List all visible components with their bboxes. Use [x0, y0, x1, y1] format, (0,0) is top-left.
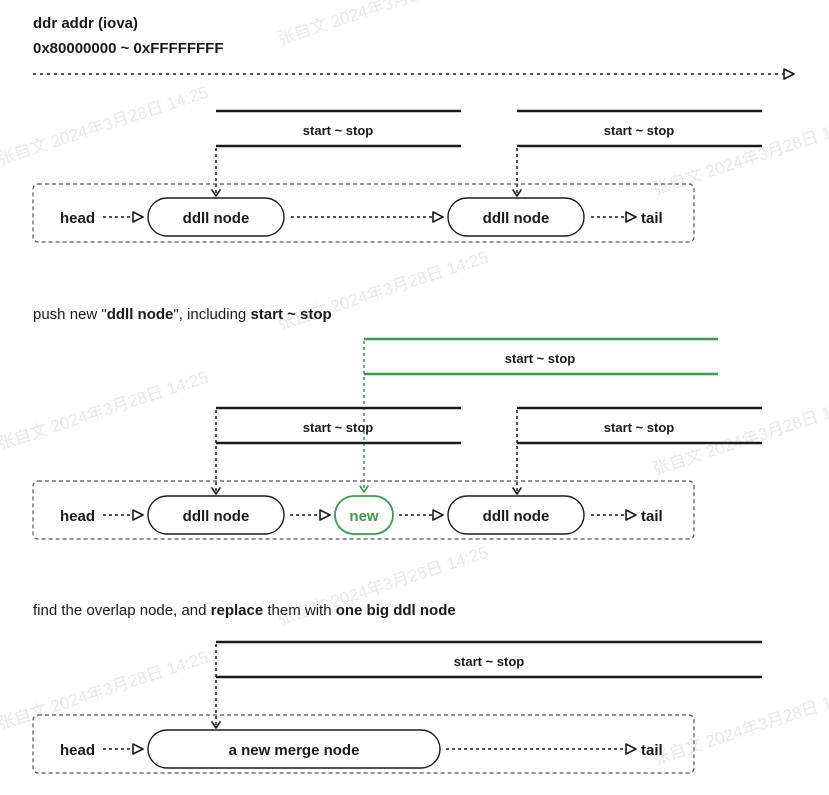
caption-part: ddll node [107, 306, 174, 323]
range-block: start ~ stop [211, 406, 461, 495]
section-caption: find the overlap node, and replace them … [33, 602, 456, 619]
watermark-text: 张自文 2024年3月28日 14:25 [650, 113, 829, 199]
caption-part: push new " [33, 306, 107, 323]
diagram-title: ddr addr (iova) [33, 15, 138, 32]
new-ddll-node [334, 495, 394, 535]
watermark-text: 张自文 2024年3月28日 14:25 [0, 648, 211, 734]
ddll-node [447, 197, 585, 237]
list-head: head [60, 742, 95, 759]
address-range-label: 0x80000000 ~ 0xFFFFFFFF [33, 40, 224, 57]
linked-list-frame [32, 480, 695, 540]
ddll-node-label: ddll node [183, 210, 250, 227]
new-node-label: new [349, 508, 379, 525]
linked-list-frame [32, 714, 695, 774]
new-range-block: start ~ stop [359, 337, 718, 493]
ddll-node [147, 197, 285, 237]
ddll-node-label: ddll node [483, 508, 550, 525]
range-block: start ~ stop [512, 109, 762, 197]
range-label: start ~ stop [604, 123, 674, 138]
list-tail: tail [641, 210, 663, 227]
list-head: head [60, 210, 95, 227]
watermark-text: 张自文 2024年3月28日 14:25 [650, 683, 829, 769]
watermark-text: 张自文 2024年3月28日 14:25 [0, 368, 211, 454]
range-block: start ~ stop [512, 406, 762, 495]
caption-part: replace [211, 602, 264, 619]
watermark-text: 张自文 2024年3月28日 14:25 [0, 83, 211, 169]
caption-part: ", including [173, 306, 250, 323]
range-label: start ~ stop [303, 420, 373, 435]
caption-part: them with [263, 602, 336, 619]
ddll-node [147, 495, 285, 535]
list-head: head [60, 508, 95, 525]
watermark-text: 张自文 2024年3月28日 14:25 [650, 393, 829, 479]
range-label: start ~ stop [303, 123, 373, 138]
section-caption: push new "ddll node", including start ~ … [33, 306, 332, 323]
caption-part: find the overlap node, and [33, 602, 211, 619]
linked-list-frame [32, 183, 695, 243]
section-initial-list: start ~ stop start ~ stop head ddll node… [32, 109, 762, 243]
ddll-node [447, 495, 585, 535]
range-label: start ~ stop [604, 420, 674, 435]
merged-ddll-node [147, 729, 441, 769]
section-push-new-node: push new "ddll node", including start ~ … [32, 306, 762, 540]
watermark-text: 张自文 2024年3月28日 14:25 [275, 0, 490, 49]
caption-part: one big ddl node [336, 602, 456, 619]
range-block: start ~ stop [211, 109, 461, 197]
range-label: start ~ stop [454, 654, 524, 669]
merged-range-block: start ~ stop [211, 640, 762, 729]
merged-node-label: a new merge node [229, 742, 360, 759]
caption-part: start ~ stop [250, 306, 331, 323]
section-merge-nodes: find the overlap node, and replace them … [32, 602, 762, 774]
list-tail: tail [641, 742, 663, 759]
ddll-node-label: ddll node [183, 508, 250, 525]
watermark: 张自文 2024年3月28日 14:25 张自文 2024年3月28日 14:2… [0, 0, 829, 769]
list-tail: tail [641, 508, 663, 525]
ddll-node-label: ddll node [483, 210, 550, 227]
range-label: start ~ stop [505, 351, 575, 366]
